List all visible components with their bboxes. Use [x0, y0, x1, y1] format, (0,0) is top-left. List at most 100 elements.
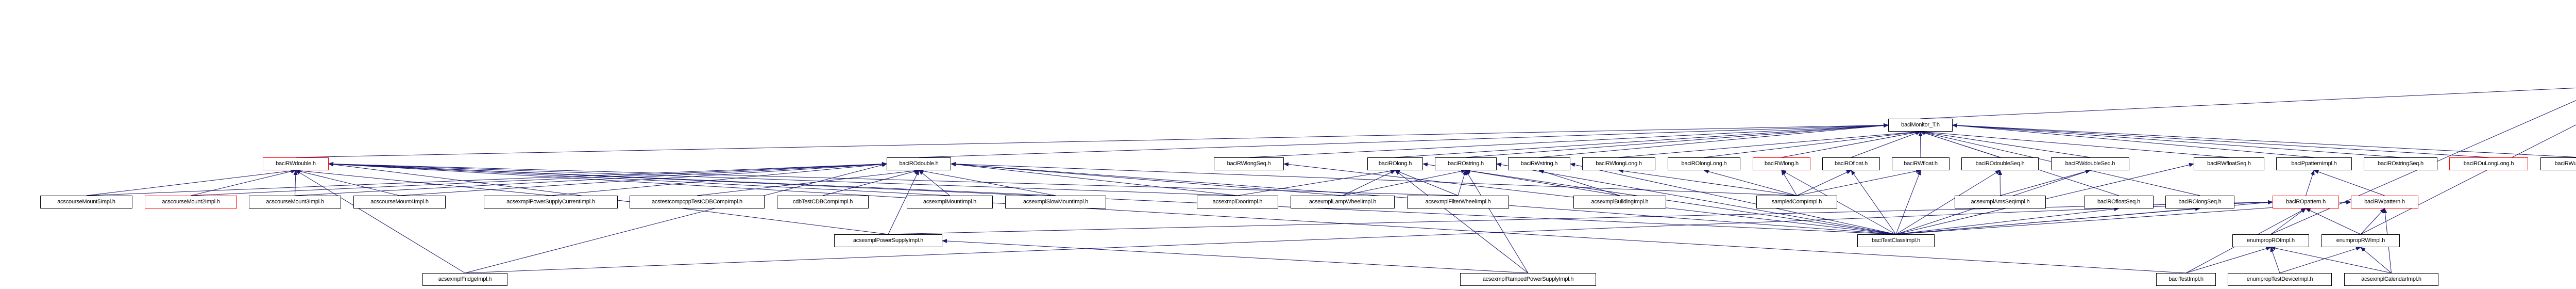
edge-acsexmpl-ams-seq-impl-to-baci-rodouble-seq [1998, 170, 2003, 196]
node-baci-rolong-seq[interactable]: baciROlongSeq.h [2165, 196, 2234, 208]
node-baci-rou-long-long[interactable]: baciROuLongLong.h [2449, 157, 2528, 170]
node-baci-rostring[interactable]: baciROstring.h [1435, 157, 1497, 170]
edge-acsexmpl-fridge-impl-to-baci-rodouble [465, 163, 887, 274]
node-baci-rwlong[interactable]: baciRWlong.h [1753, 157, 1810, 170]
edge-baci-rwdouble-seq-to-baci-monitor-t [1920, 130, 2091, 158]
node-acsexmpl-calendar-impl[interactable]: acsexmplCalendarImpl.h [2344, 273, 2438, 286]
node-cdb-test-cdbcomp-impl[interactable]: cdbTestCDBCompImpl.h [777, 196, 869, 208]
edge-baci-ppattern-impl-to-baci-monitor-t [1952, 123, 2314, 158]
node-acsexmpl-mount-impl[interactable]: acsexmplMountImpl.h [907, 196, 993, 208]
node-acsexmpl-filter-wheel-impl[interactable]: acsexmplFilterWheelImpl.h [1407, 196, 1509, 208]
edge-enumprop-rwimpl-to-baci-ropattern [2305, 208, 2361, 235]
edge-baci-test-class-impl-to-baci-rwdouble [328, 162, 1896, 235]
edge-acstestcompcpp-test-cdbcomp-impl-to-baci-rodouble [697, 169, 920, 196]
edge-acscourse-mount2-impl-to-baci-rodouble [191, 162, 887, 196]
node-acstestcompcpp-test-cdbcomp-impl[interactable]: acstestcompcppTestCDBCompImpl.h [630, 196, 765, 208]
edge-baci-rofloat-to-baci-monitor-t [1851, 131, 1921, 158]
node-baci-rwdouble-seq[interactable]: baciRWdoubleSeq.h [2051, 157, 2129, 170]
edge-acsexmpl-filter-wheel-impl-to-baci-rwdouble [328, 162, 1459, 196]
edge-baci-rwlong-long-to-baci-monitor-t [1618, 130, 1921, 158]
node-baci-rolong-long[interactable]: baciROlongLong.h [1668, 157, 1740, 170]
node-acsexmpl-ams-seq-impl[interactable]: acsexmplAmsSeqImpl.h [1955, 196, 2046, 208]
node-acsexmpl-fridge-impl[interactable]: acsexmplFridgeImpl.h [422, 273, 507, 286]
edge-sampled-comp-impl-to-baci-rodouble [951, 162, 1797, 196]
edge-baci-rwu-long-long-to-baci-monitor-t [1952, 123, 2576, 158]
node-baci-rwstring[interactable]: baciRWstring.h [1508, 157, 1570, 170]
node-acsexmpl-building-impl[interactable]: acsexmplBuildingImpl.h [1573, 196, 1666, 208]
node-baci-rwdouble[interactable]: baciRWdouble.h [263, 157, 329, 170]
node-acscourse-mount5-impl[interactable]: acscourseMount5Impl.h [40, 196, 132, 208]
edge-sampled-comp-impl-to-baci-rwfloat [1797, 169, 1921, 196]
node-enumprop-test-device-impl[interactable]: enumpropTestDeviceImpl.h [2228, 273, 2332, 286]
edge-enumprop-rwimpl-to-baci-rwpattern [2360, 208, 2385, 235]
edge-acsexmpl-lamp-wheel-impl-to-baci-rolong [1342, 170, 1396, 196]
edge-acsexmpl-filter-wheel-impl-to-baci-rolong [1395, 170, 1459, 196]
edge-acscourse-mount3-impl-to-baci-rodouble [295, 162, 887, 196]
edge-acsexmpl-fridge-impl-to-baci-ropattern [465, 200, 2273, 274]
node-acsexmpl-power-supply-current-impl[interactable]: acsexmplPowerSupplyCurrentImpl.h [484, 196, 618, 208]
edge-acsexmpl-calendar-impl-to-enumprop-roimpl [2270, 246, 2392, 274]
node-sampled-comp-impl[interactable]: sampledCompImpl.h [1756, 196, 1837, 208]
node-baci-test-impl[interactable]: baciTestImpl.h [2156, 273, 2216, 286]
node-baci-test-class-impl[interactable]: baciTestClassImpl.h [1857, 234, 1935, 247]
node-baci-rofloat-seq[interactable]: baciROfloatSeq.h [2084, 196, 2154, 208]
edge-acscourse-mount3-impl-to-baci-rwdouble [293, 170, 298, 196]
node-acsexmpl-lamp-wheel-impl[interactable]: acsexmplLampWheelImpl.h [1291, 196, 1395, 208]
node-acscourse-mount3-impl[interactable]: acscourseMount3Impl.h [249, 196, 341, 208]
edge-baci-test-class-impl-to-baci-rofloat-seq [1895, 207, 2120, 235]
edge-acsexmpl-power-supply-current-impl-to-baci-rwdouble [295, 168, 551, 196]
node-enumprop-roimpl[interactable]: enumpropROImpl.h [2232, 234, 2309, 247]
node-baci-rofloat[interactable]: baciROfloat.h [1822, 157, 1880, 170]
node-baci-rwlong-long[interactable]: baciRWlongLong.h [1582, 157, 1655, 170]
edge-enumprop-roimpl-to-baci-ropattern [2270, 208, 2307, 235]
node-baci-rwfloat-seq[interactable]: baciRWfloatSeq.h [2194, 157, 2264, 170]
edge-baci-test-class-impl-to-baci-rostring [1496, 163, 1896, 235]
edge-acscourse-mount2-impl-to-baci-rwdouble [191, 169, 296, 196]
node-acsexmpl-ramped-power-supply-impl[interactable]: acsexmplRampedPowerSupplyImpl.h [1460, 273, 1596, 286]
node-baci-rwlong-seq[interactable]: baciRWlongSeq.h [1214, 157, 1284, 170]
node-baci-rwpattern[interactable]: baciRWpattern.h [2351, 196, 2418, 208]
node-acsexmpl-door-impl[interactable]: acsexmplDoorImpl.h [1197, 196, 1278, 208]
node-acscourse-mount2-impl[interactable]: acscourseMount2Impl.h [145, 196, 237, 208]
edge-acsexmpl-ramped-power-supply-impl-to-baci-rostring [1465, 170, 1529, 274]
node-acsexmpl-power-supply-impl[interactable]: acsexmplPowerSupplyImpl.h [834, 234, 942, 247]
edge-baci-ropattern-to-baci-ppattern-impl [2306, 170, 2315, 196]
edge-baci-test-class-impl-to-baci-rwfloat [1895, 170, 1921, 235]
node-acscourse-mount4-impl[interactable]: acscourseMount4Impl.h [353, 196, 446, 208]
edge-acsexmpl-fridge-impl-to-baci-rwdouble [295, 170, 465, 274]
node-enumprop-rwimpl[interactable]: enumpropRWImpl.h [2321, 234, 2400, 247]
edge-acsexmpl-ramped-power-supply-impl-to-acsexmpl-power-supply-impl [942, 239, 1529, 274]
edge-baci-test-class-impl-to-baci-rofloat [1851, 170, 1896, 235]
edge-baci-rwlong-seq-to-baci-monitor-t [1248, 123, 1889, 158]
edge-enumprop-test-device-impl-to-enumprop-roimpl [2270, 247, 2280, 274]
edge-acsexmpl-door-impl-to-baci-rolong [1237, 169, 1396, 196]
edge-acsexmpl-ramped-power-supply-impl-to-baci-rolong [1395, 170, 1529, 274]
node-baci-rodouble-seq[interactable]: baciROdoubleSeq.h [1961, 157, 2039, 170]
edge-acsexmpl-power-supply-current-impl-to-baci-rodouble [550, 162, 887, 196]
edge-acscourse-mount5-impl-to-baci-rwdouble [86, 169, 296, 196]
node-baci-ropattern[interactable]: baciROpattern.h [2273, 196, 2339, 208]
edge-sampled-comp-impl-to-baci-rwlong-long [1618, 169, 1797, 196]
node-acsexmpl-slow-mount-impl[interactable]: acsexmplSlowMountImpl.h [1005, 196, 1106, 208]
edge-acsexmpl-door-impl-to-baci-rodouble [951, 162, 1238, 196]
node-baci-rostring-seq[interactable]: baciROstringSeq.h [2364, 157, 2437, 170]
node-baci-rwfloat[interactable]: baciRWfloat.h [1892, 157, 1950, 170]
edge-baci-rwdouble-to-baci-monitor-t [295, 123, 1889, 158]
edge-baci-rwfloat-seq-to-baci-monitor-t [1920, 130, 2229, 158]
edge-baci-rostring-seq-to-baci-monitor-t [1952, 123, 2401, 158]
edge-baci-rwpattern-to-baci-ppattern-impl [2313, 170, 2385, 196]
edge-acsexmpl-power-supply-impl-to-baci-rodouble [888, 170, 919, 235]
edge-baci-rwlong-to-baci-monitor-t [1781, 130, 1921, 158]
node-baci-rwu-long-long[interactable]: baciRWuLongLong.h [2540, 157, 2576, 170]
edge-baci-test-class-impl-to-baci-rodouble-seq [1895, 170, 2001, 235]
edge-baci-rwstring-to-baci-monitor-t [1539, 123, 1889, 158]
edge-sampled-comp-impl-to-baci-rofloat [1797, 170, 1852, 196]
edge-enumprop-roimpl-to-baci-recovery [2270, 100, 2576, 235]
node-baci-monitor-t[interactable]: baciMonitor_T.h [1888, 119, 1953, 132]
edge-acsexmpl-lamp-wheel-impl-to-baci-rostring [1342, 169, 1466, 196]
node-baci-ppattern-impl[interactable]: baciPpatternImpl.h [2276, 157, 2352, 170]
edge-acsexmpl-building-impl-to-baci-rostring [1465, 169, 1620, 196]
node-baci-rolong[interactable]: baciROlong.h [1367, 157, 1423, 170]
node-baci-rodouble[interactable]: baciROdouble.h [887, 157, 951, 170]
